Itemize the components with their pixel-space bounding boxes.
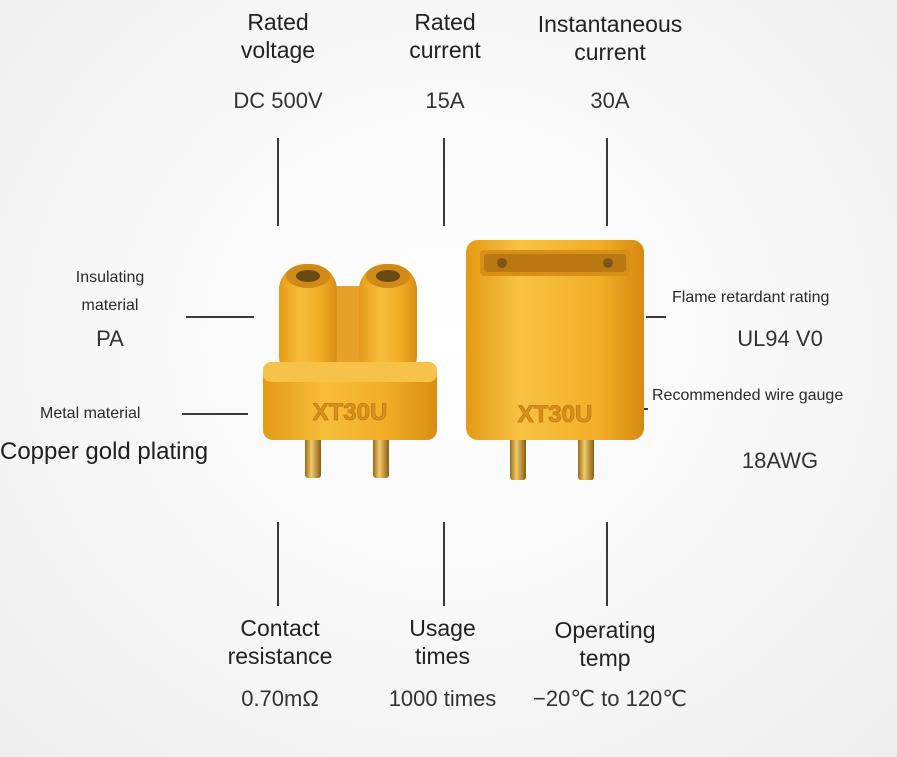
male-connector-image: XT30U (466, 240, 644, 480)
instantaneous-current-value: 30A (590, 88, 630, 113)
flame-retardant-leader-line (646, 316, 666, 318)
metal-material-label: Metal material (40, 405, 141, 422)
insulating-material-value: PA (96, 326, 124, 351)
metal-material-value: Copper gold plating (0, 438, 209, 465)
contact-resistance-label: Contact resistance (227, 615, 333, 669)
male-marking: XT30U (518, 401, 593, 428)
insulating-material-label: Insulating material (75, 269, 145, 314)
flame-retardant-value: UL94 V0 (737, 326, 823, 351)
wire-gauge-label: Recommended wire gauge (652, 387, 844, 404)
female-connector-image: XT30U (263, 264, 437, 478)
operating-temp-value: −20℃ to 120℃ (532, 686, 687, 711)
operating-temp-leader-line (606, 522, 608, 606)
rated-current-leader-line (443, 138, 445, 226)
metal-material-leader-line (182, 413, 248, 415)
insulating-material-leader-line (186, 316, 254, 318)
operating-temp-label: Operating temp (554, 617, 656, 671)
rated-voltage-leader-line (277, 138, 279, 226)
usage-times-label: Usage times (409, 615, 476, 669)
contact-resistance-value: 0.70mΩ (241, 686, 319, 711)
female-marking: XT30U (313, 399, 388, 426)
usage-times-value: 1000 times (388, 686, 497, 711)
rated-voltage-label: Rated voltage (240, 9, 316, 63)
contact-resistance-leader-line (277, 522, 279, 606)
flame-retardant-label: Flame retardant rating (672, 289, 830, 306)
rated-current-value: 15A (425, 88, 465, 113)
instantaneous-current-leader-line (606, 138, 608, 226)
rated-voltage-value: DC 500V (233, 88, 323, 113)
rated-current-label: Rated current (409, 9, 481, 63)
usage-times-leader-line (443, 522, 445, 606)
instantaneous-current-label: Instantaneous current (537, 11, 683, 65)
wire-gauge-value: 18AWG (741, 448, 819, 473)
